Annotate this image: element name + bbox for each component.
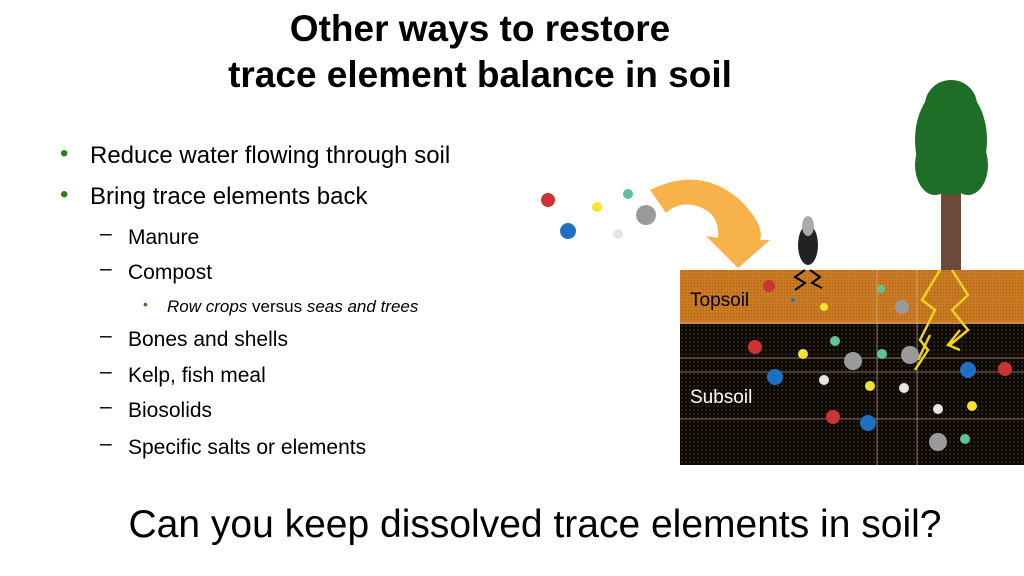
plant-roots (793, 269, 823, 291)
dash-icon: – (100, 432, 112, 455)
dash-icon: – (100, 395, 112, 418)
title-line-1: Other ways to restore (289, 8, 671, 49)
trace-element-particle-gray (895, 300, 909, 314)
trace-element-particle-yellow (798, 349, 808, 359)
trace-element-particle-white (899, 383, 909, 393)
trace-element-particle-blue (767, 369, 783, 385)
trace-element-particle-green (877, 349, 887, 359)
bullet-icon: • (143, 296, 148, 312)
trace-element-particle-yellow (592, 202, 602, 212)
dash-icon: – (100, 257, 112, 280)
trace-element-particle-yellow (820, 303, 828, 311)
dash-icon: – (100, 324, 112, 347)
trace-element-particle-blue (860, 415, 876, 431)
trace-element-particle-gray (901, 346, 919, 364)
trace-element-particle-white (933, 404, 943, 414)
trace-element-particle-green (877, 285, 885, 293)
trace-element-particle-green (830, 336, 840, 346)
trace-element-particle-blue (960, 362, 976, 378)
trace-element-particle-yellow (967, 401, 977, 411)
trace-element-particle-yellow (865, 381, 875, 391)
slide-title: Other ways to restore trace element bala… (120, 6, 840, 98)
trace-element-particle-red (763, 280, 775, 292)
trace-element-particle-red (826, 410, 840, 424)
bullet-icon: • (60, 140, 69, 167)
dash-icon: – (100, 360, 112, 383)
trace-element-particle-blue (791, 298, 795, 302)
trace-element-particle-red (541, 193, 555, 207)
plant-icon (798, 216, 818, 265)
subsoil-label: Subsoil (690, 387, 752, 408)
trace-element-particle-red (748, 340, 762, 354)
trace-element-particle-white (819, 375, 829, 385)
closing-question: Can you keep dissolved trace elements in… (128, 503, 942, 546)
trace-element-particle-red (998, 362, 1012, 376)
title-line-2: trace element balance in soil (228, 54, 732, 95)
trace-element-particle-gray (844, 352, 862, 370)
tree-roots (913, 269, 970, 371)
tree-icon (915, 80, 988, 195)
curved-arrow-icon (650, 179, 770, 268)
bullet-icon: • (60, 181, 69, 208)
trace-element-particle-gray (929, 433, 947, 451)
trace-element-particle-blue (560, 223, 576, 239)
trace-element-particle-green (960, 434, 970, 444)
dash-icon: – (100, 222, 112, 245)
trace-element-particle-gray (636, 205, 656, 225)
trace-element-particle-green (623, 189, 633, 199)
trace-element-particle-white (613, 229, 623, 239)
topsoil-label: Topsoil (690, 290, 749, 311)
